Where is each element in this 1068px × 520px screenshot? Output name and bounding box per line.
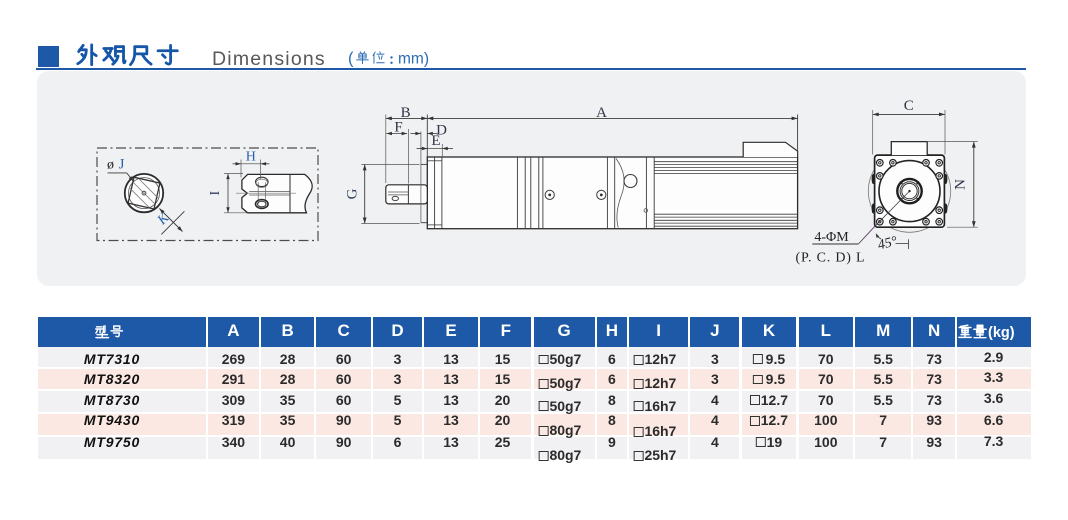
svg-text:(kg): (kg) — [988, 325, 1015, 341]
svg-text:H: H — [246, 150, 256, 165]
svg-text:mm): mm) — [398, 51, 429, 68]
svg-text:G: G — [345, 188, 361, 199]
svg-text:F: F — [394, 120, 402, 136]
svg-text:C: C — [904, 98, 914, 114]
svg-text:4-ΦM: 4-ΦM — [814, 230, 849, 245]
svg-text:D: D — [436, 123, 447, 139]
svg-text:ø: ø — [107, 158, 114, 173]
svg-text:45°: 45° — [876, 234, 899, 253]
svg-text:(: ( — [348, 50, 354, 68]
svg-text:(P. C. D) L: (P. C. D) L — [796, 251, 866, 266]
svg-text:E: E — [431, 133, 440, 149]
svg-text:N: N — [953, 179, 969, 190]
svg-text:B: B — [401, 105, 411, 121]
svg-text:A: A — [596, 105, 607, 121]
svg-text:I: I — [208, 191, 223, 196]
svg-text:J: J — [119, 157, 125, 173]
